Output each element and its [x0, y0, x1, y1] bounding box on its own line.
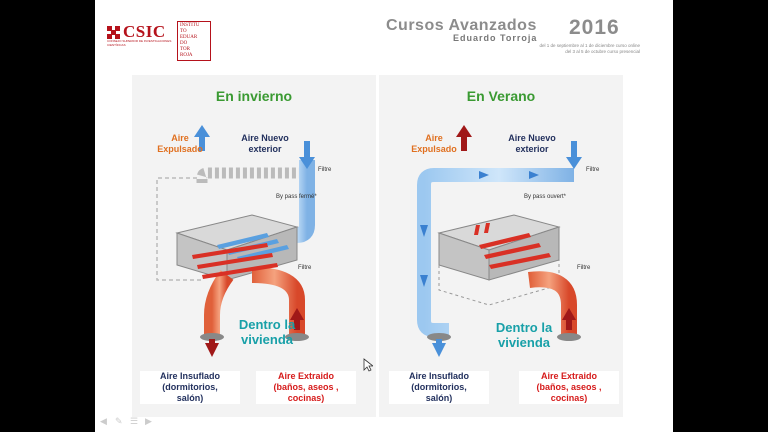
institute-line: DO: [180, 41, 188, 46]
label-line: Aire: [425, 133, 443, 143]
csic-logo-icon: [107, 25, 120, 39]
supply-label: Aire Insuflado (dormitorios, salón): [389, 371, 489, 404]
course-dates: del 1 de septiembre al 1 de diciembre cu…: [530, 43, 640, 55]
institute-line: TOR: [180, 47, 190, 52]
label-line: exterior: [515, 144, 549, 154]
extract-grille: [285, 333, 309, 341]
label-line: Aire Extraido: [277, 371, 335, 381]
supply-label: Aire Insuflado (dormitorios, salón): [140, 371, 240, 404]
inside-label: Dentro la vivienda: [484, 320, 564, 350]
logo-subtitle: CONSEJO SUPERIOR DE INVESTIGACIONES CIEN…: [107, 39, 172, 47]
supply-grille: [200, 333, 224, 341]
logo-text: CSIC: [123, 22, 166, 41]
exhaust-label: Aire Expulsado: [404, 133, 464, 155]
label-line: Dentro la: [238, 317, 296, 332]
fresh-arrow: [299, 157, 315, 169]
bypass-duct: [417, 168, 574, 337]
institute-line: TO: [180, 29, 187, 34]
label-line: Expulsado: [157, 144, 203, 154]
supply-duct: [204, 270, 234, 335]
label-line: vivienda: [240, 332, 294, 347]
label-line: cocinas): [550, 393, 588, 403]
label-line: (baños, aseos ,: [273, 382, 339, 392]
supply-grille: [427, 333, 451, 341]
extract-duct: [528, 271, 577, 335]
label-line: cocinas): [287, 393, 325, 403]
menu-icon[interactable]: ☰: [130, 416, 139, 426]
exhaust-label: Aire Expulsado: [150, 133, 210, 155]
fresh-air-label: Aire Nuevo exterior: [497, 133, 567, 155]
dates-presencial: del 3 al 5 de octubre curso presencial: [565, 49, 640, 54]
bypass-duct: [196, 167, 300, 183]
winter-diagram: [156, 125, 315, 357]
supply-arrow: [432, 343, 446, 357]
exhaust-arrow: [456, 125, 472, 137]
filter-top-label: Filtre: [318, 167, 332, 173]
pen-icon[interactable]: ✎: [115, 416, 123, 426]
filter-top-label: Filtre: [586, 167, 600, 173]
dates-online: del 1 de septiembre al 1 de diciembre cu…: [539, 43, 640, 48]
supply-arrow: [205, 343, 219, 357]
winter-panel: En invierno Aire Expulsado Aire Nuevo ex…: [132, 75, 376, 417]
presenter-controls: ◀ ✎ ☰ ▶: [100, 417, 154, 426]
label-line: salón): [176, 393, 204, 403]
next-icon[interactable]: ▶: [145, 416, 152, 426]
extract-arrow: [562, 308, 576, 320]
extract-grille: [557, 333, 581, 341]
summer-panel: En Verano Aire Expulsado Aire Nuevo exte…: [379, 75, 623, 417]
label-line: vivienda: [497, 335, 551, 350]
label-line: exterior: [248, 144, 282, 154]
label-line: Aire Insuflado: [408, 371, 469, 381]
filter-bottom-label: Filtre: [577, 265, 591, 271]
label-line: Aire Nuevo: [508, 133, 556, 143]
fresh-air-label: Aire Nuevo exterior: [230, 133, 300, 155]
extract-label: Aire Extraido (baños, aseos , cocinas): [519, 371, 619, 404]
institute-line: EDUAR: [180, 35, 198, 40]
summer-diagram: [417, 125, 582, 357]
label-line: (dormitorios,: [162, 382, 218, 392]
mouse-cursor-icon: [363, 358, 373, 372]
course-year: 2016: [569, 16, 620, 39]
label-line: (baños, aseos ,: [536, 382, 602, 392]
label-line: (dormitorios,: [411, 382, 467, 392]
label-line: Aire Insuflado: [159, 371, 220, 381]
extract-arrow: [290, 308, 304, 320]
fresh-arrow: [566, 157, 582, 169]
extract-duct: [251, 267, 305, 335]
label-line: Aire Nuevo: [241, 133, 289, 143]
extract-label: Aire Extraido (baños, aseos , cocinas): [256, 371, 356, 404]
institute-line: INSTITU: [180, 23, 200, 28]
label-line: salón): [425, 393, 453, 403]
panel-title: En Verano: [466, 88, 536, 104]
bypass-label: By pass fermé*: [276, 194, 317, 200]
course-subtitle: Eduardo Torroja: [453, 33, 538, 43]
csic-logo: CSIC: [107, 22, 166, 42]
panel-title: En invierno: [215, 88, 293, 104]
bypass-label: By pass ouvert*: [524, 194, 567, 200]
exhaust-arrow: [194, 125, 210, 137]
institute-logo: INSTITU TO EDUAR DO TOR ROJA: [177, 21, 211, 61]
label-line: Aire Extraido: [540, 371, 598, 381]
label-line: Aire: [171, 133, 189, 143]
label-line: Dentro la: [495, 320, 553, 335]
filter-bottom-label: Filtre: [298, 265, 312, 271]
inside-label: Dentro la vivienda: [227, 317, 307, 347]
institute-line: ROJA: [180, 53, 193, 58]
course-title: Cursos Avanzados: [386, 17, 537, 34]
prev-icon[interactable]: ◀: [100, 416, 107, 426]
label-line: Expulsado: [411, 144, 457, 154]
slide: CSIC CONSEJO SUPERIOR DE INVESTIGACIONES…: [95, 0, 673, 432]
